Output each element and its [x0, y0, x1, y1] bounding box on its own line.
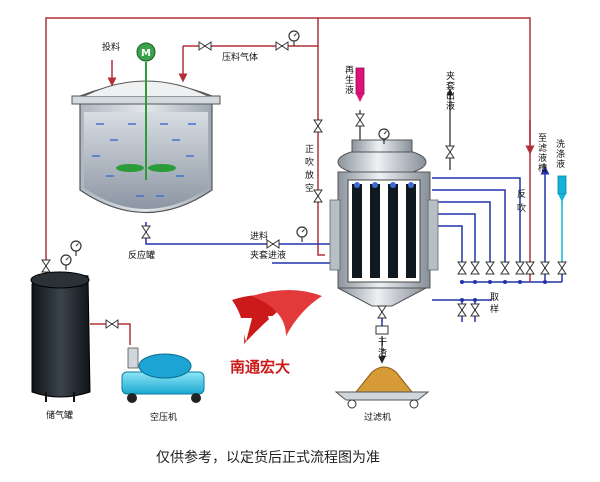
vlabel-wash: 洗涤液 [556, 140, 566, 170]
motor-M-icon: M [136, 42, 156, 62]
pipe-junctions [460, 280, 547, 302]
wash-liquid-tip [558, 194, 566, 202]
reactor-vessel [71, 62, 221, 213]
label-gas-tank: 储气罐 [46, 409, 73, 421]
vlabel-vent: 正吹放空 [305, 145, 315, 194]
pipe-blue-header-2 [432, 189, 506, 262]
vlabel-dry-cake: 干渣 [378, 338, 388, 359]
pipe-compressor [90, 323, 131, 345]
brand-logo [232, 290, 322, 344]
gas-storage-tank [30, 271, 91, 402]
pipe-vent [317, 46, 325, 256]
label-reactor: 反应罐 [128, 249, 155, 261]
vlabel-sampling: 取样 [490, 293, 500, 315]
label-filter-machine: 过滤机 [364, 411, 391, 423]
vlabel-jacket-out: 夹套出液 [446, 72, 456, 112]
label-compressor: 空压机 [150, 411, 177, 423]
regen-liquid-tube [355, 67, 365, 95]
vlabel-backblow: 反吹 [517, 190, 527, 214]
label-jacket-in: 夹套进液 [250, 249, 286, 261]
text-labels: 投料 压料气体 反应罐 进料 夹套进液 储气罐 空压机 过滤机 南通宏大 仅供参… [46, 41, 391, 466]
vlabel-regen: 再生液 [345, 66, 355, 96]
label-feed: 投料 [102, 41, 120, 53]
pipe-blue-header [432, 177, 521, 262]
pipe-blue-header-3 [432, 201, 491, 262]
regen-liquid-tip [356, 94, 364, 102]
filter-vessel [329, 139, 439, 307]
svg-text:M: M [141, 48, 151, 59]
label-footer-note: 仅供参考，以定货后正式流程图为准 [156, 449, 380, 466]
filter-machine [334, 325, 430, 409]
label-feed-in: 进料 [250, 230, 268, 242]
pipe-blue-header-5 [432, 225, 463, 262]
label-press-gas: 压料气体 [222, 51, 258, 63]
vlabel-to-filtrate: 至滤液槽 [538, 134, 548, 174]
wash-liquid-tube [557, 175, 567, 195]
pipe-blue-header-4 [432, 213, 476, 262]
air-compressor [121, 347, 205, 403]
label-brand: 南通宏大 [230, 358, 290, 376]
label-feed-1: 投料 [102, 41, 120, 53]
pipe-gas-main [45, 17, 531, 262]
